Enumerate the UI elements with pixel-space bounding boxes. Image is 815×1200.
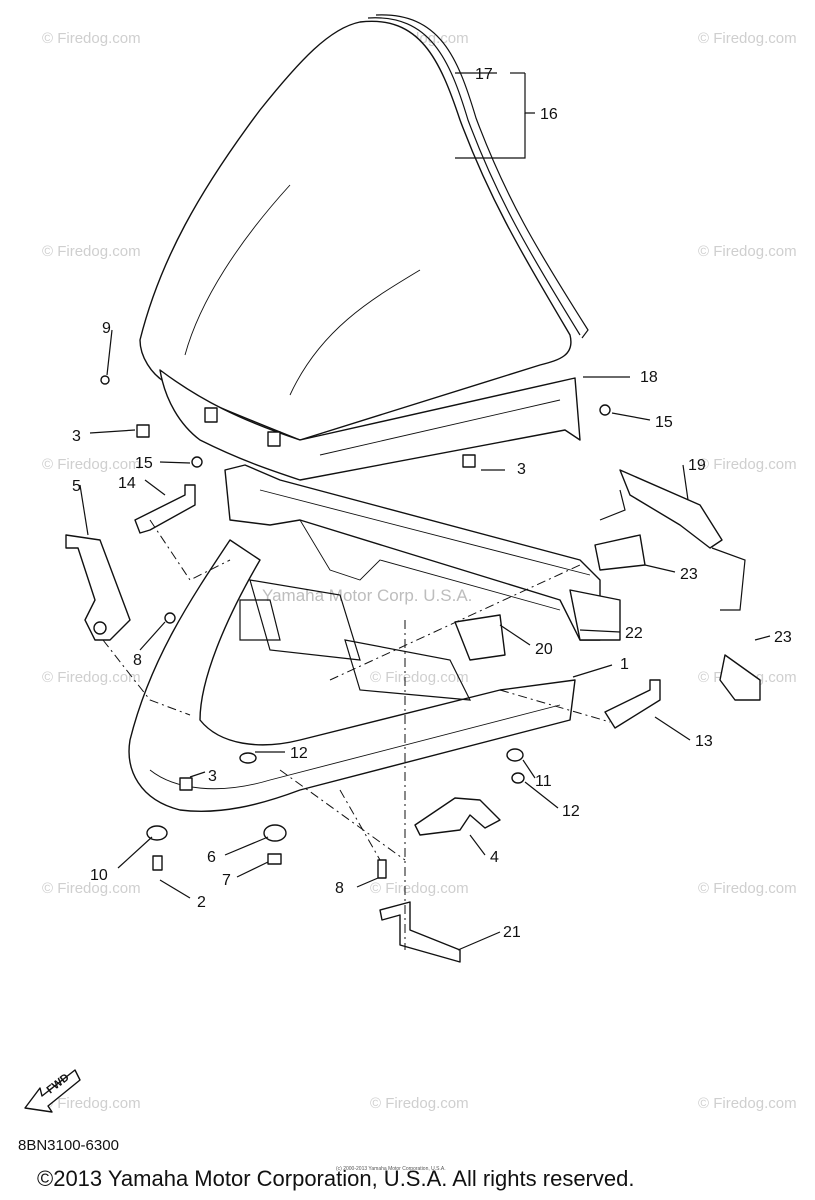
watermark: © Firedog.com	[370, 1095, 469, 1112]
callout-20: 20	[535, 641, 553, 658]
leader-lines	[79, 72, 771, 951]
callout-13: 13	[695, 733, 713, 750]
bracket-21	[379, 901, 461, 963]
fwd-arrow: FWD	[24, 1069, 81, 1113]
callout-7: 7	[222, 872, 231, 889]
callout-17: 17	[475, 66, 493, 83]
watermark: © Firedog.com	[698, 456, 797, 473]
callout-5: 5	[72, 478, 81, 495]
watermark: © Firedog.com	[698, 243, 797, 260]
callout-16: 16	[540, 106, 558, 123]
callout-12: 12	[290, 745, 308, 762]
callout-3: 3	[72, 428, 81, 445]
callout-21: 21	[503, 924, 521, 941]
callout-3: 3	[208, 768, 217, 785]
copyright-footer: ©2013 Yamaha Motor Corporation, U.S.A. A…	[37, 1166, 634, 1191]
bracket-13	[604, 679, 661, 729]
callout-10: 10	[90, 867, 108, 884]
callout-6: 6	[207, 849, 216, 866]
callout-3: 3	[517, 461, 526, 478]
callout-19: 19	[688, 457, 706, 474]
watermark: © Firedog.com	[698, 30, 797, 47]
callout-18: 18	[640, 369, 658, 386]
watermark: © Firedog.com	[42, 243, 141, 260]
callout-15: 15	[135, 455, 153, 472]
callout-12: 12	[562, 803, 580, 820]
bracket-14	[134, 484, 196, 534]
callout-8: 8	[133, 652, 142, 669]
upper-frame	[224, 464, 621, 641]
callout-4: 4	[490, 849, 499, 866]
callout-15: 15	[655, 414, 673, 431]
windshield	[139, 14, 589, 441]
watermark-center: Yamaha Motor Corp. U.S.A.	[262, 586, 472, 605]
callouts: 1 2 3 3 3 4 5 6 7 8 8 9 10 11 12 12 13 1…	[72, 66, 792, 941]
watermark: © Firedog.com	[42, 456, 141, 473]
bracket-5	[65, 534, 131, 641]
bracket-23-lower	[719, 654, 761, 701]
bracket-4	[414, 797, 501, 836]
alignment-lines	[102, 519, 611, 950]
watermark: © Firedog.com	[698, 880, 797, 897]
callout-23: 23	[774, 629, 792, 646]
pad-20	[454, 614, 506, 661]
callout-11: 11	[535, 773, 552, 790]
bracket-23-upper	[594, 534, 646, 571]
diagram-code: 8BN3100-6300	[18, 1137, 119, 1154]
lower-frame	[128, 539, 576, 812]
callout-8: 8	[335, 880, 344, 897]
cowl-bracket	[159, 369, 581, 481]
watermark: © Firedog.com	[42, 30, 141, 47]
watermark: © Firedog.com	[370, 669, 469, 686]
watermark: © Firedog.com	[42, 1095, 141, 1112]
tiny-copyright: (c) 2000-2013 Yamaha Motor Corporation, …	[336, 1166, 446, 1172]
callout-14: 14	[118, 475, 136, 492]
fasteners	[100, 375, 611, 879]
callout-1: 1	[620, 656, 629, 673]
callout-9: 9	[102, 320, 111, 337]
watermark: © Firedog.com	[42, 880, 141, 897]
callout-23: 23	[680, 566, 698, 583]
watermark: © Firedog.com	[370, 880, 469, 897]
bracket-19	[619, 469, 723, 549]
watermark: © Firedog.com	[698, 1095, 797, 1112]
callout-22: 22	[625, 625, 643, 642]
watermark: © Firedog.com	[42, 669, 141, 686]
callout-2: 2	[197, 894, 206, 911]
